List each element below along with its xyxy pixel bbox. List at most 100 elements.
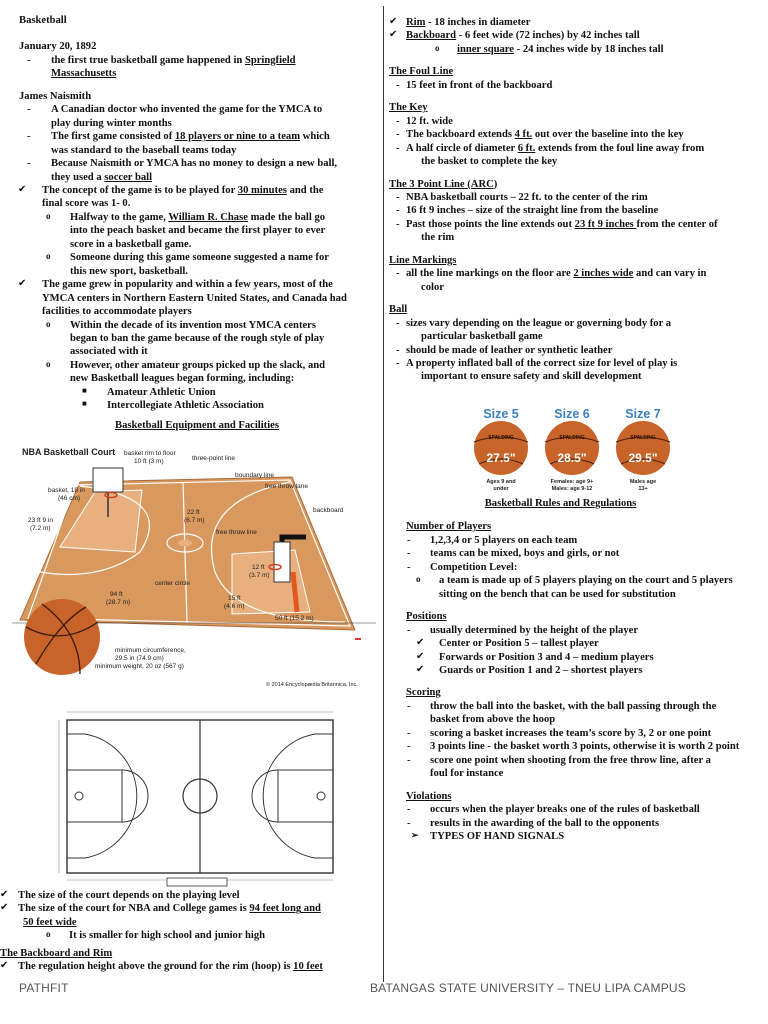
date-heading: January 20, 1892 — [19, 41, 97, 53]
label: 94 ft — [110, 591, 123, 598]
list-item: ■ Amateur Athletic Union — [19, 386, 375, 399]
text: sizes vary depending on the league or go… — [406, 317, 672, 329]
marker — [355, 638, 361, 640]
section-heading: Scoring — [406, 687, 441, 699]
right-pole — [290, 571, 300, 613]
ball-seam — [473, 436, 529, 465]
label: (46 cm) — [58, 495, 80, 502]
label: (4.6 m) — [224, 603, 245, 610]
text: began to ban the game because of the rou… — [70, 332, 325, 344]
text: The first game consisted of — [51, 131, 175, 143]
list-item: ➢TYPES OF HAND SIGNALS — [389, 830, 767, 843]
list-item: -15 feet in front of the backboard — [396, 79, 553, 91]
label: 15 ft — [228, 595, 241, 602]
text: all the line markings on the floor are — [406, 268, 574, 280]
right-key — [277, 769, 334, 823]
check-icon: ✔ — [416, 637, 425, 649]
list-item: - The first game consisted of 18 players… — [27, 131, 330, 156]
text: color — [421, 281, 444, 293]
list-item: o It is smaller for high school and juni… — [0, 929, 376, 942]
center-circle-inner — [178, 539, 192, 547]
text: teams can be mixed, boys and girls, or n… — [430, 548, 620, 560]
list-item: -NBA basketball courts – 22 ft. to the c… — [396, 191, 648, 203]
text: 16 ft 9 inches – size of the straight li… — [406, 205, 659, 217]
text: Guards or Position 1 and 2 – shortest pl… — [439, 664, 643, 676]
circle-bullet-icon: o — [416, 574, 421, 585]
text: Competition Level: — [430, 561, 518, 573]
text: inner square — [457, 43, 515, 55]
left-key — [59, 489, 143, 553]
text: Backboard — [406, 30, 457, 42]
text: Massachusetts — [51, 68, 117, 80]
list-item: ✔ The size of the court for NBA and Coll… — [0, 902, 376, 929]
nba-court-illustration: NBA Basketball Court basket rim to floor… — [12, 447, 376, 688]
ball-desc: 13+ — [638, 486, 647, 492]
ball-seam — [544, 436, 600, 465]
text: The backboard extends — [406, 129, 515, 141]
text: The game grew in popularity and within a… — [42, 279, 333, 291]
ball-seam — [615, 436, 671, 465]
basketball-icon — [474, 421, 528, 475]
center-circle-shape — [182, 778, 218, 814]
court-dimension-diagram — [55, 700, 347, 888]
list-item: ✔ The regulation height above the ground… — [0, 960, 376, 973]
label: basket, 18 in — [48, 487, 85, 494]
text: soccer ball — [104, 171, 153, 183]
list-item: -should be made of leather or synthetic … — [396, 344, 613, 356]
circle-bullet-icon: o — [435, 42, 440, 53]
text: - 6 feet wide (72 inches) by 42 inches t… — [456, 30, 640, 42]
text: should be made of leather or synthetic l… — [406, 344, 613, 356]
label: 23 ft 9 in — [28, 517, 53, 524]
text: important to ensure safety and skill dev… — [421, 371, 642, 383]
text: Halfway to the game, — [70, 211, 169, 223]
section-heading: The Backboard and Rim — [0, 947, 113, 959]
ball-brand: SPALDING — [488, 435, 514, 441]
text: Because Naismith or YMCA has no money to… — [51, 158, 338, 170]
text: foul for instance — [430, 768, 504, 780]
list-item: -results in the awarding of the ball to … — [407, 817, 660, 829]
label: free throw lane — [265, 483, 308, 490]
ball-size-label: Size 7 — [625, 407, 660, 421]
center-circle-shape — [166, 533, 204, 553]
left-rim — [104, 491, 118, 499]
text: 50 feet wide — [23, 916, 77, 928]
circle-bullet-icon: o — [46, 251, 51, 262]
check-icon: ✔ — [0, 889, 9, 900]
text: 2 inches wide — [573, 268, 634, 280]
rules-section: Basketball Rules and Regulations Number … — [389, 497, 767, 843]
ball-circumference: 27.5" — [486, 451, 515, 465]
square-bullet-icon: ■ — [82, 385, 87, 395]
text: 18 players or nine to a team — [174, 131, 301, 143]
text: Amateur Athletic Union — [107, 386, 216, 398]
left-column-bottom: ✔ The size of the court depends on the p… — [0, 889, 376, 974]
list-item: ✔ The concept of the game is to be playe… — [18, 184, 375, 211]
section-heading: Number of Players — [406, 521, 492, 533]
left-hoop — [74, 791, 84, 801]
list-item: ✔Forwards or Position 3 and 4 – medium p… — [389, 651, 767, 664]
list-item: o However, other amateur groups picked u… — [19, 359, 375, 386]
list-item: -A property inflated ball of the correct… — [396, 357, 678, 383]
section-heading: James Naismith — [19, 90, 92, 102]
text: which — [300, 131, 330, 143]
ball-size-label: Size 5 — [483, 407, 518, 421]
list-item: o Within the decade of its invention mos… — [19, 319, 375, 359]
text: from the center of — [636, 218, 718, 230]
label: 10 ft (3 m) — [134, 458, 164, 465]
label: (7.2 m) — [30, 525, 51, 532]
text: 4 ft. — [514, 129, 533, 141]
footer-left: PATHFIT — [19, 981, 69, 995]
section-heading: Ball — [389, 304, 408, 316]
list-item: -1,2,3,4 or 5 players on each team — [407, 534, 578, 546]
list-item: o Someone during this game someone sugge… — [19, 251, 375, 278]
list-item: -Competition Level: — [407, 561, 518, 573]
text: It is smaller for high school and junior… — [69, 930, 266, 942]
label: 50 ft (15.2 m) — [275, 615, 314, 622]
text: and the — [286, 184, 324, 196]
text: 1,2,3,4 or 5 players on each team — [430, 534, 578, 546]
label: (28.7 m) — [106, 599, 130, 606]
list-item: -usually determined by the height of the… — [407, 624, 639, 636]
list-item: - Because Naismith or YMCA has no money … — [27, 158, 338, 183]
text: Rim — [406, 17, 426, 28]
left-three-point-arc — [67, 733, 138, 859]
section-heading: Basketball Equipment and Facilities — [115, 419, 279, 431]
